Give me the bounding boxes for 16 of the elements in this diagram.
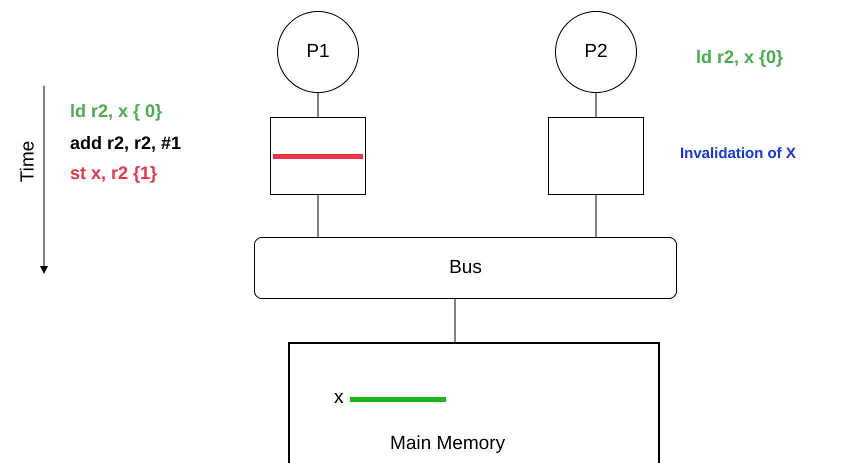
- bus-box: [254, 237, 677, 299]
- memory-box: [288, 342, 660, 463]
- instruction-label: add r2, r2, #1: [70, 132, 182, 155]
- node-label: P2: [584, 40, 608, 64]
- cache-box: [548, 117, 644, 195]
- instruction-label: st x, r2 {1}: [70, 162, 158, 185]
- memory-label: Main Memory: [390, 434, 506, 453]
- instruction-label: ld r2, x { 0}: [70, 100, 162, 123]
- node-label: Bus: [449, 256, 482, 280]
- note-label: Invalidation of X: [680, 144, 796, 164]
- connector-line: [454, 298, 456, 342]
- variable-label: x: [334, 388, 344, 407]
- node-label: P1: [306, 40, 330, 64]
- instruction-label: ld r2, x {0}: [696, 46, 784, 69]
- time-label: Time: [18, 140, 38, 184]
- cache-box: [270, 117, 366, 195]
